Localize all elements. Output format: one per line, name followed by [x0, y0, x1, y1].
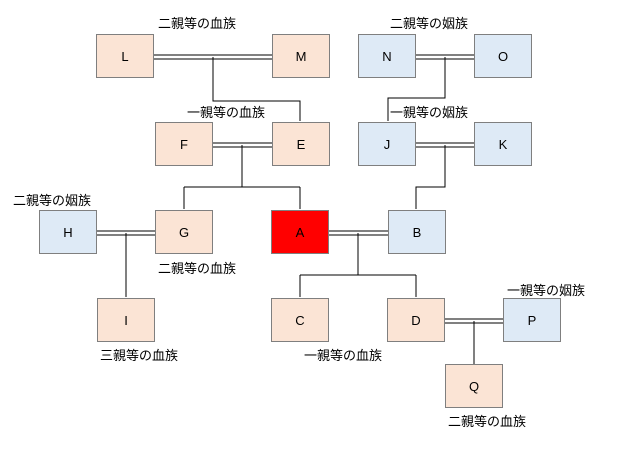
person-box-j: J	[358, 122, 416, 166]
person-box-e: E	[272, 122, 330, 166]
person-label-q: Q	[468, 378, 480, 394]
descent-line-jk-b	[415, 145, 446, 209]
label-sibling: 二親等の血族	[158, 262, 237, 277]
person-label-b: B	[412, 224, 422, 240]
person-box-i: I	[97, 298, 155, 342]
person-box-c: C	[271, 298, 329, 342]
person-label-e: E	[296, 136, 306, 152]
person-label-n: N	[382, 48, 392, 64]
label-child-spouse: 一親等の姻族	[507, 284, 586, 299]
person-box-g: G	[155, 210, 213, 254]
person-label-j: J	[383, 136, 391, 152]
person-label-k: K	[498, 136, 508, 152]
person-box-d: D	[387, 298, 445, 342]
person-box-k: K	[474, 122, 532, 166]
descent-line-lm-e	[212, 57, 301, 121]
person-label-d: D	[411, 312, 421, 328]
label-grandchild: 二親等の血族	[448, 415, 527, 430]
label-parents-inlaw: 一親等の姻族	[390, 106, 469, 121]
label-grandparents-blood: 二親等の血族	[158, 17, 237, 32]
person-box-b: B	[388, 210, 446, 254]
person-box-o: O	[474, 34, 532, 78]
person-label-m: M	[295, 48, 307, 64]
descent-line-no-j	[387, 57, 446, 121]
person-label-l: L	[121, 48, 129, 64]
person-label-c: C	[295, 312, 305, 328]
person-label-h: H	[63, 224, 73, 240]
person-box-l: L	[96, 34, 154, 78]
label-grandparents-inlaw: 二親等の姻族	[390, 17, 469, 32]
person-label-a: A	[295, 224, 305, 240]
person-box-n: N	[358, 34, 416, 78]
person-label-o: O	[497, 48, 509, 64]
person-label-i: I	[124, 312, 128, 328]
person-box-q: Q	[445, 364, 503, 408]
label-parents-blood: 一親等の血族	[187, 106, 266, 121]
label-sibling-spouse: 二親等の姻族	[13, 194, 92, 209]
label-nephew: 三親等の血族	[100, 349, 179, 364]
person-label-f: F	[180, 136, 188, 152]
person-box-h: H	[39, 210, 97, 254]
person-label-g: G	[178, 224, 190, 240]
person-box-m: M	[272, 34, 330, 78]
person-box-p: P	[503, 298, 561, 342]
person-label-p: P	[527, 312, 537, 328]
label-children: 一親等の血族	[304, 349, 383, 364]
person-box-f: F	[155, 122, 213, 166]
person-box-a: A	[271, 210, 329, 254]
